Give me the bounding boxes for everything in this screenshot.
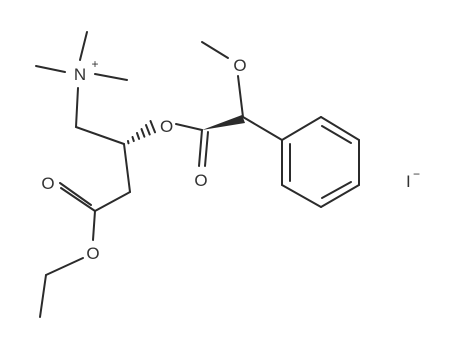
chiral-carbon-to-ch2-bond [123, 143, 131, 193]
carbonyl-oxygen-label: O [194, 171, 207, 190]
phenyl-inner-double-bond-2 [321, 181, 352, 199]
methoxy-methyl-bond [201, 41, 229, 59]
iodide-counterion: I − [406, 167, 420, 191]
ester-carbonyl-double-bond-b [59, 182, 92, 206]
n-to-ch2-bond [75, 87, 79, 128]
methoxyphenylacetyl-group: O O [175, 41, 360, 208]
phenyl-inner-double-bond-1 [321, 125, 352, 144]
ch2-to-ester-carbon-bond [94, 191, 131, 212]
ethyl-ester-group: O O [39, 174, 100, 318]
trimethylammonium-group: N + [35, 31, 128, 128]
n-methyl-left-bond [35, 65, 66, 73]
hashed-wedge-bond [127, 120, 156, 145]
nitrogen-charge: + [91, 57, 98, 71]
ester-carbonyl-double-bond-a [60, 187, 96, 212]
ethoxy-oxygen-label: O [86, 244, 99, 263]
solid-wedge-bond [202, 115, 245, 130]
o-to-carbonyl-carbon-bond [175, 123, 203, 131]
methoxy-oxygen-label: O [233, 56, 246, 75]
ester-carbon-to-o-bond [92, 210, 96, 241]
ester-oxygen-label: O [160, 117, 173, 136]
phenyl-ring [281, 116, 360, 208]
n-methyl-top-bond [79, 31, 88, 61]
n-methyl-right-bond [94, 73, 128, 81]
carbonyl-double-bond-a [198, 129, 203, 167]
carnitine-backbone [75, 126, 131, 212]
stereocenter-to-phenyl-bond [242, 116, 283, 141]
o-to-ethyl-ch2-bond [45, 257, 84, 276]
carbonyl-double-bond-b [204, 131, 209, 167]
iodide-charge: − [413, 167, 420, 181]
iodide-label: I [406, 172, 411, 191]
nitrogen-label: N [74, 65, 86, 84]
ethyl-ch2-to-ch3-bond [39, 274, 47, 318]
stereocenter-to-methoxy-o-bond [237, 75, 244, 118]
ester-carbonyl-oxygen-label: O [41, 174, 54, 193]
ch2-to-chiral-carbon-bond [75, 126, 125, 145]
